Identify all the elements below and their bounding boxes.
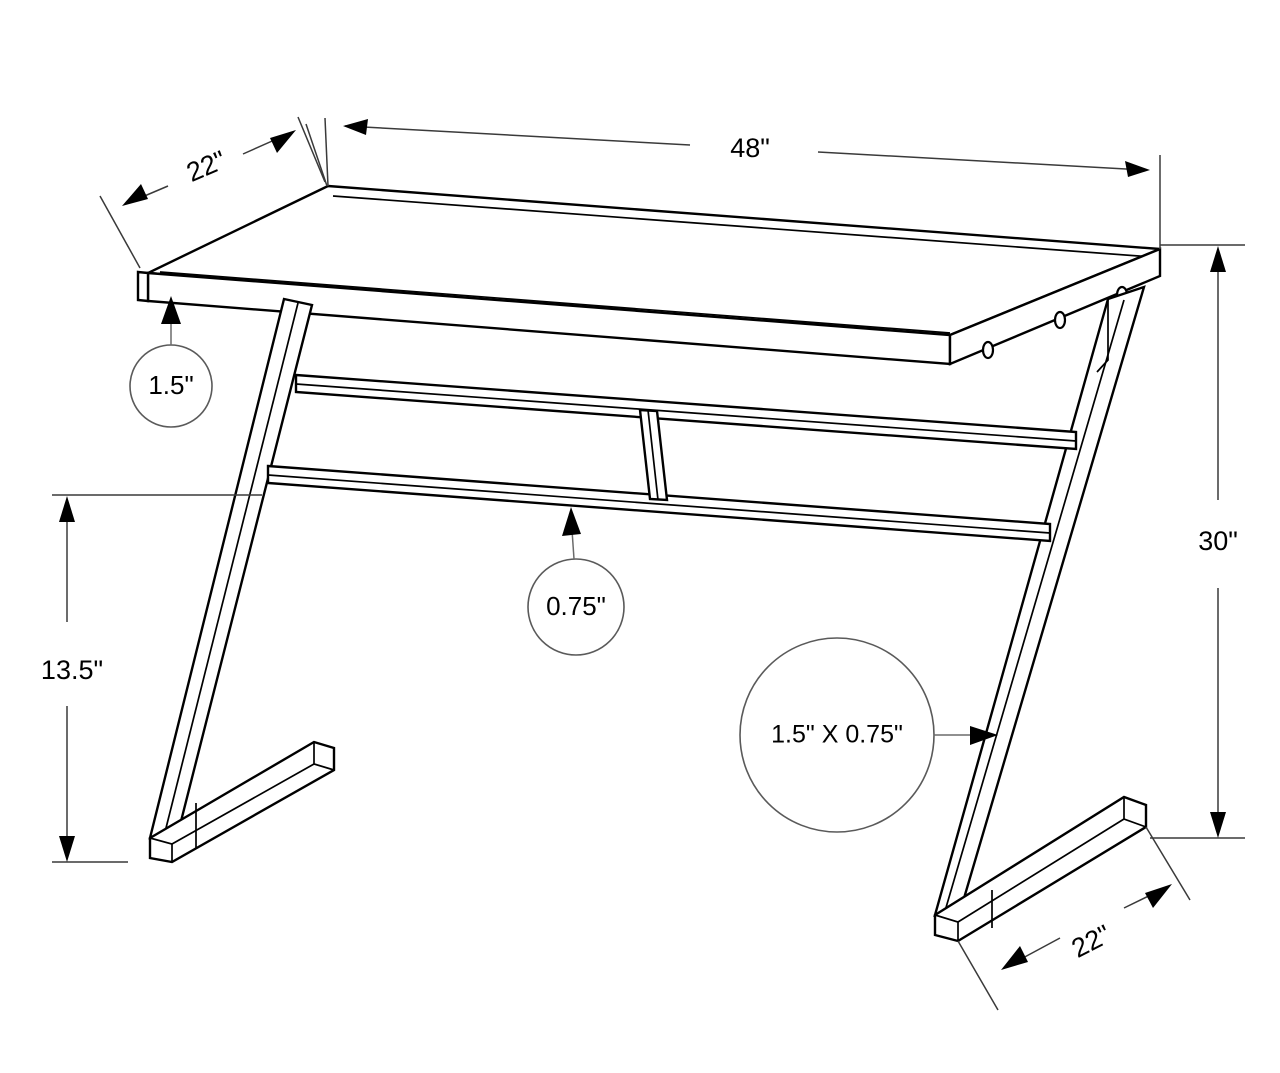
- dim-48-line-left: [344, 125, 691, 146]
- lower-rail-mid-line: [267, 474, 1051, 534]
- dimension-overall-height: 30": [1150, 244, 1245, 839]
- callout-arrow-top-thickness: [161, 296, 181, 324]
- dim-48-line-right: [817, 151, 1146, 171]
- desktop-panel: [136, 184, 1162, 366]
- dimension-clearance-height: 13.5": [41, 494, 262, 863]
- dim-48-label: 48": [730, 133, 770, 163]
- dim-22top-ext-upper: [297, 116, 326, 183]
- dim-22bot-arrow-right: [1145, 884, 1172, 908]
- callout-arrow-leg-profile: [970, 726, 998, 745]
- right-foot-inner-line: [957, 818, 1125, 923]
- dim-22top-ext-lower: [99, 195, 141, 269]
- callout-rail-thickness: 0.75": [527, 507, 625, 656]
- right-z-leg: [933, 285, 1148, 943]
- callout-leg-profile: 1.5" X 0.75": [739, 637, 998, 833]
- lower-cross-rail: [266, 464, 1052, 543]
- mounting-hole-2: [1053, 310, 1067, 330]
- callout-label-top-thickness: 1.5": [148, 370, 193, 400]
- dim-48-arrow-left: [343, 119, 368, 135]
- desktop-right-edge: [948, 247, 1162, 366]
- right-leg-notch: [1096, 299, 1109, 373]
- dim-30-arrow-bottom: [1210, 812, 1226, 838]
- dim-22bot-ext-left: [957, 940, 999, 1011]
- desktop-back-bevel: [332, 195, 1153, 258]
- dimension-top-width: 48": [305, 117, 1161, 249]
- center-divider-mid-line: [647, 409, 659, 501]
- dim-135-label: 13.5": [41, 655, 103, 685]
- upper-cross-rail: [294, 373, 1078, 451]
- dim-30-label: 30": [1198, 526, 1238, 556]
- upper-rail-mid-line: [295, 383, 1077, 442]
- desk-assembly: [136, 184, 1162, 943]
- callout-circle-rail-thickness: [527, 558, 625, 656]
- callout-top-thickness: 1.5": [129, 296, 213, 428]
- dim-48-ext-left: [324, 117, 329, 187]
- dim-48-arrow-right: [1125, 161, 1150, 177]
- desktop-front-bevel-top: [159, 271, 951, 334]
- center-divider-rail: [638, 408, 669, 502]
- dim-135-arrow-bottom: [59, 836, 75, 862]
- dim-22bot-ext-right: [1145, 826, 1191, 901]
- callout-label-rail-thickness: 0.75": [546, 591, 606, 621]
- dim-22top-label: 22": [182, 145, 230, 188]
- dim-135-arrow-top: [59, 496, 75, 522]
- callout-arrow-rail-thickness: [562, 507, 581, 536]
- dim-22top-arrow-upper: [270, 130, 296, 153]
- desktop-left-endcap: [136, 270, 150, 303]
- left-leg-edge-line: [163, 302, 299, 837]
- callout-label-leg-profile: 1.5" X 0.75": [771, 721, 903, 749]
- dim-22bot-arrow-left: [1001, 946, 1028, 970]
- dim-30-arrow-top: [1210, 246, 1226, 272]
- left-z-leg: [148, 297, 336, 864]
- dim-22bot-label: 22": [1067, 919, 1116, 964]
- dim-48-ext-left-b: [305, 123, 328, 187]
- mounting-hole-1: [981, 340, 995, 360]
- dim-22top-arrow-lower: [122, 184, 148, 206]
- right-leg-edge-line: [944, 299, 1125, 912]
